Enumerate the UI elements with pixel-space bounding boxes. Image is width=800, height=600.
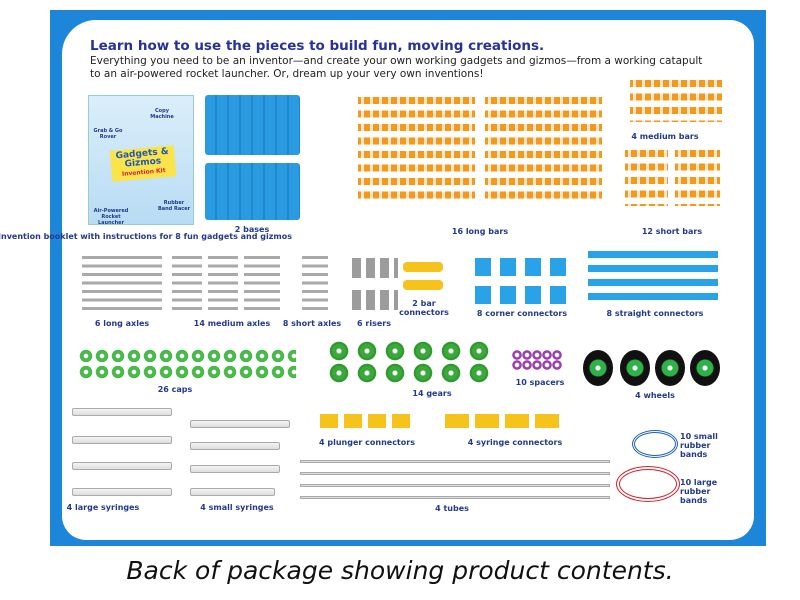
medium-axles bbox=[172, 256, 202, 311]
wheel bbox=[655, 350, 685, 386]
small-rubber-bands bbox=[632, 430, 678, 458]
bases-label: 2 bases bbox=[234, 225, 270, 234]
large-syringe bbox=[72, 462, 172, 470]
project-rover: Grab & Go Rover bbox=[93, 128, 123, 140]
short-bars bbox=[675, 150, 720, 206]
booklet-title-text: Gadgets & Gizmos bbox=[115, 146, 170, 170]
tube bbox=[300, 460, 610, 463]
medium-axles-label: 14 medium axles bbox=[193, 319, 271, 328]
large-syringe bbox=[72, 488, 172, 496]
large-syringe bbox=[72, 436, 172, 444]
wheels-label: 4 wheels bbox=[635, 391, 675, 400]
small-syringe bbox=[190, 420, 290, 428]
medium-bars bbox=[630, 80, 722, 122]
tube bbox=[300, 484, 610, 487]
project-copy-machine: Copy Machine bbox=[150, 108, 174, 120]
long-bars-label: 16 long bars bbox=[451, 227, 509, 236]
long-bars bbox=[485, 97, 602, 205]
caption: Back of package showing product contents… bbox=[126, 556, 674, 585]
gears-label: 14 gears bbox=[412, 389, 452, 398]
base-piece bbox=[205, 95, 300, 155]
long-axles-label: 6 long axles bbox=[94, 319, 150, 328]
long-axles bbox=[82, 256, 162, 311]
large-syringes-label: 4 large syringes bbox=[66, 503, 140, 512]
large-bands-label: 10 large rubber bands bbox=[680, 478, 718, 505]
bar-connector bbox=[403, 280, 443, 290]
short-bars bbox=[625, 150, 668, 206]
medium-bars-label: 4 medium bars bbox=[631, 132, 699, 141]
bar-connector bbox=[403, 262, 443, 272]
risers-label: 6 risers bbox=[357, 319, 391, 328]
tube bbox=[300, 472, 610, 475]
small-syringe bbox=[190, 488, 275, 496]
wheel bbox=[690, 350, 720, 386]
project-racer: Rubber Band Racer bbox=[157, 200, 191, 212]
tube bbox=[300, 496, 610, 499]
bar-connectors-label: 2 bar connectors bbox=[399, 299, 449, 317]
short-bars-label: 12 short bars bbox=[641, 227, 703, 236]
caps bbox=[78, 348, 296, 380]
long-bars bbox=[358, 97, 475, 205]
straight-connectors-label: 8 straight connectors bbox=[606, 309, 704, 318]
wheel bbox=[583, 350, 613, 386]
plunger-connectors-label: 4 plunger connectors bbox=[319, 438, 415, 447]
tubes-label: 4 tubes bbox=[435, 504, 469, 513]
corner-connectors-label: 8 corner connectors bbox=[476, 309, 568, 318]
risers bbox=[352, 258, 398, 278]
description: Everything you need to be an inventor—an… bbox=[90, 55, 703, 80]
gears bbox=[325, 340, 495, 384]
booklet-subtitle: Invention Kit bbox=[121, 167, 166, 178]
booklet-label: Invention booklet with instructions for … bbox=[0, 232, 292, 241]
large-rubber-bands bbox=[616, 466, 680, 502]
spacers bbox=[512, 350, 562, 370]
medium-axles bbox=[208, 256, 238, 311]
syringe-connectors-label: 4 syringe connectors bbox=[467, 438, 563, 447]
caps-label: 26 caps bbox=[157, 385, 193, 394]
risers bbox=[352, 290, 398, 310]
small-syringe bbox=[190, 442, 280, 450]
spacers-label: 10 spacers bbox=[515, 378, 565, 387]
wheel bbox=[620, 350, 650, 386]
project-rocket: Air-Powered Rocket Launcher bbox=[93, 208, 129, 226]
small-syringes-label: 4 small syringes bbox=[200, 503, 274, 512]
plunger-connectors bbox=[320, 414, 410, 428]
small-bands-label: 10 small rubber bands bbox=[680, 432, 718, 459]
corner-connectors bbox=[475, 258, 570, 304]
straight-connectors bbox=[588, 251, 718, 303]
headline: Learn how to use the pieces to build fun… bbox=[90, 38, 545, 54]
short-axles-label: 8 short axles bbox=[282, 319, 342, 328]
booklet-cover: Copy Machine Grab & Go Rover Gadgets & G… bbox=[88, 95, 194, 226]
small-syringe bbox=[190, 465, 280, 473]
short-axles bbox=[302, 256, 328, 311]
syringe-connectors bbox=[445, 414, 560, 428]
base-piece bbox=[205, 163, 300, 220]
large-syringe bbox=[72, 408, 172, 416]
medium-axles bbox=[244, 256, 280, 311]
